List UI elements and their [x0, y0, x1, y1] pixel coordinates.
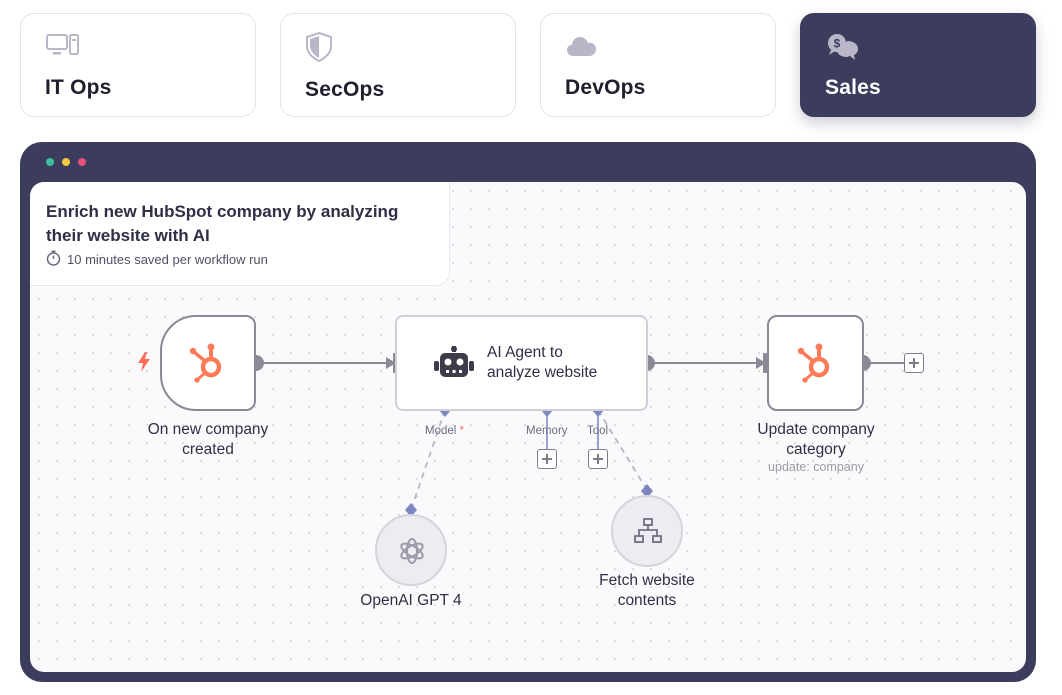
- shield-icon: [305, 31, 341, 63]
- cloud-icon: [565, 32, 601, 62]
- tab-it-ops[interactable]: IT Ops: [20, 13, 256, 117]
- model-text: Model: [425, 425, 457, 437]
- svg-text:$: $: [834, 37, 841, 51]
- money-chat-icon: $: [825, 32, 861, 62]
- workflow-canvas[interactable]: Enrich new HubSpot company by analyzing …: [30, 182, 1026, 672]
- trigger-node-hubspot[interactable]: [160, 315, 256, 411]
- add-memory-button[interactable]: [537, 449, 557, 469]
- computer-icon: [45, 32, 81, 62]
- openai-icon: [396, 535, 428, 572]
- add-tool-button[interactable]: [588, 449, 608, 469]
- stopwatch-icon: [46, 250, 61, 269]
- tab-label: IT Ops: [45, 76, 112, 99]
- trigger-bolt-icon: [136, 351, 152, 378]
- workflow-title: Enrich new HubSpot company by analyzing …: [46, 202, 399, 245]
- ai-agent-label: AI Agent to analyze website: [487, 344, 598, 381]
- window-dot-green: [46, 158, 54, 166]
- tab-label: SecOps: [305, 78, 385, 101]
- tab-sales[interactable]: $ Sales: [800, 13, 1036, 117]
- workflow-window: Enrich new HubSpot company by analyzing …: [20, 142, 1036, 682]
- model-connector-label: Model *: [425, 425, 464, 437]
- fetch-website-node[interactable]: [611, 495, 683, 567]
- update-company-node[interactable]: [767, 315, 864, 411]
- openai-node-label: OpenAI GPT 4: [360, 592, 462, 609]
- ai-agent-node[interactable]: AI Agent to analyze website: [395, 315, 648, 411]
- required-marker: *: [459, 425, 465, 437]
- memory-connector-label: Memory: [526, 425, 568, 437]
- time-saved-text: 10 minutes saved per workflow run: [67, 252, 268, 267]
- tab-label: DevOps: [565, 76, 646, 99]
- update-node-label: Update company category: [757, 421, 875, 458]
- tab-secops[interactable]: SecOps: [280, 13, 516, 117]
- tab-label: Sales: [825, 76, 881, 99]
- fetch-node-label: Fetch website contents: [599, 572, 695, 609]
- openai-node[interactable]: [375, 514, 447, 586]
- trigger-node-label: On new company created: [147, 421, 269, 458]
- network-icon: [634, 518, 662, 549]
- window-dot-pink: [78, 158, 86, 166]
- update-node-subtitle: update: company: [768, 460, 864, 474]
- window-dot-yellow: [62, 158, 70, 166]
- hubspot-icon: [796, 341, 836, 388]
- robot-icon: [433, 346, 475, 387]
- tab-devops[interactable]: DevOps: [540, 13, 776, 117]
- tool-connector-label: Tool: [587, 425, 609, 437]
- workflow-info-card: Enrich new HubSpot company by analyzing …: [30, 182, 450, 286]
- hubspot-icon: [188, 341, 228, 388]
- add-next-node-button[interactable]: [904, 353, 924, 373]
- time-saved: 10 minutes saved per workflow run: [46, 250, 268, 269]
